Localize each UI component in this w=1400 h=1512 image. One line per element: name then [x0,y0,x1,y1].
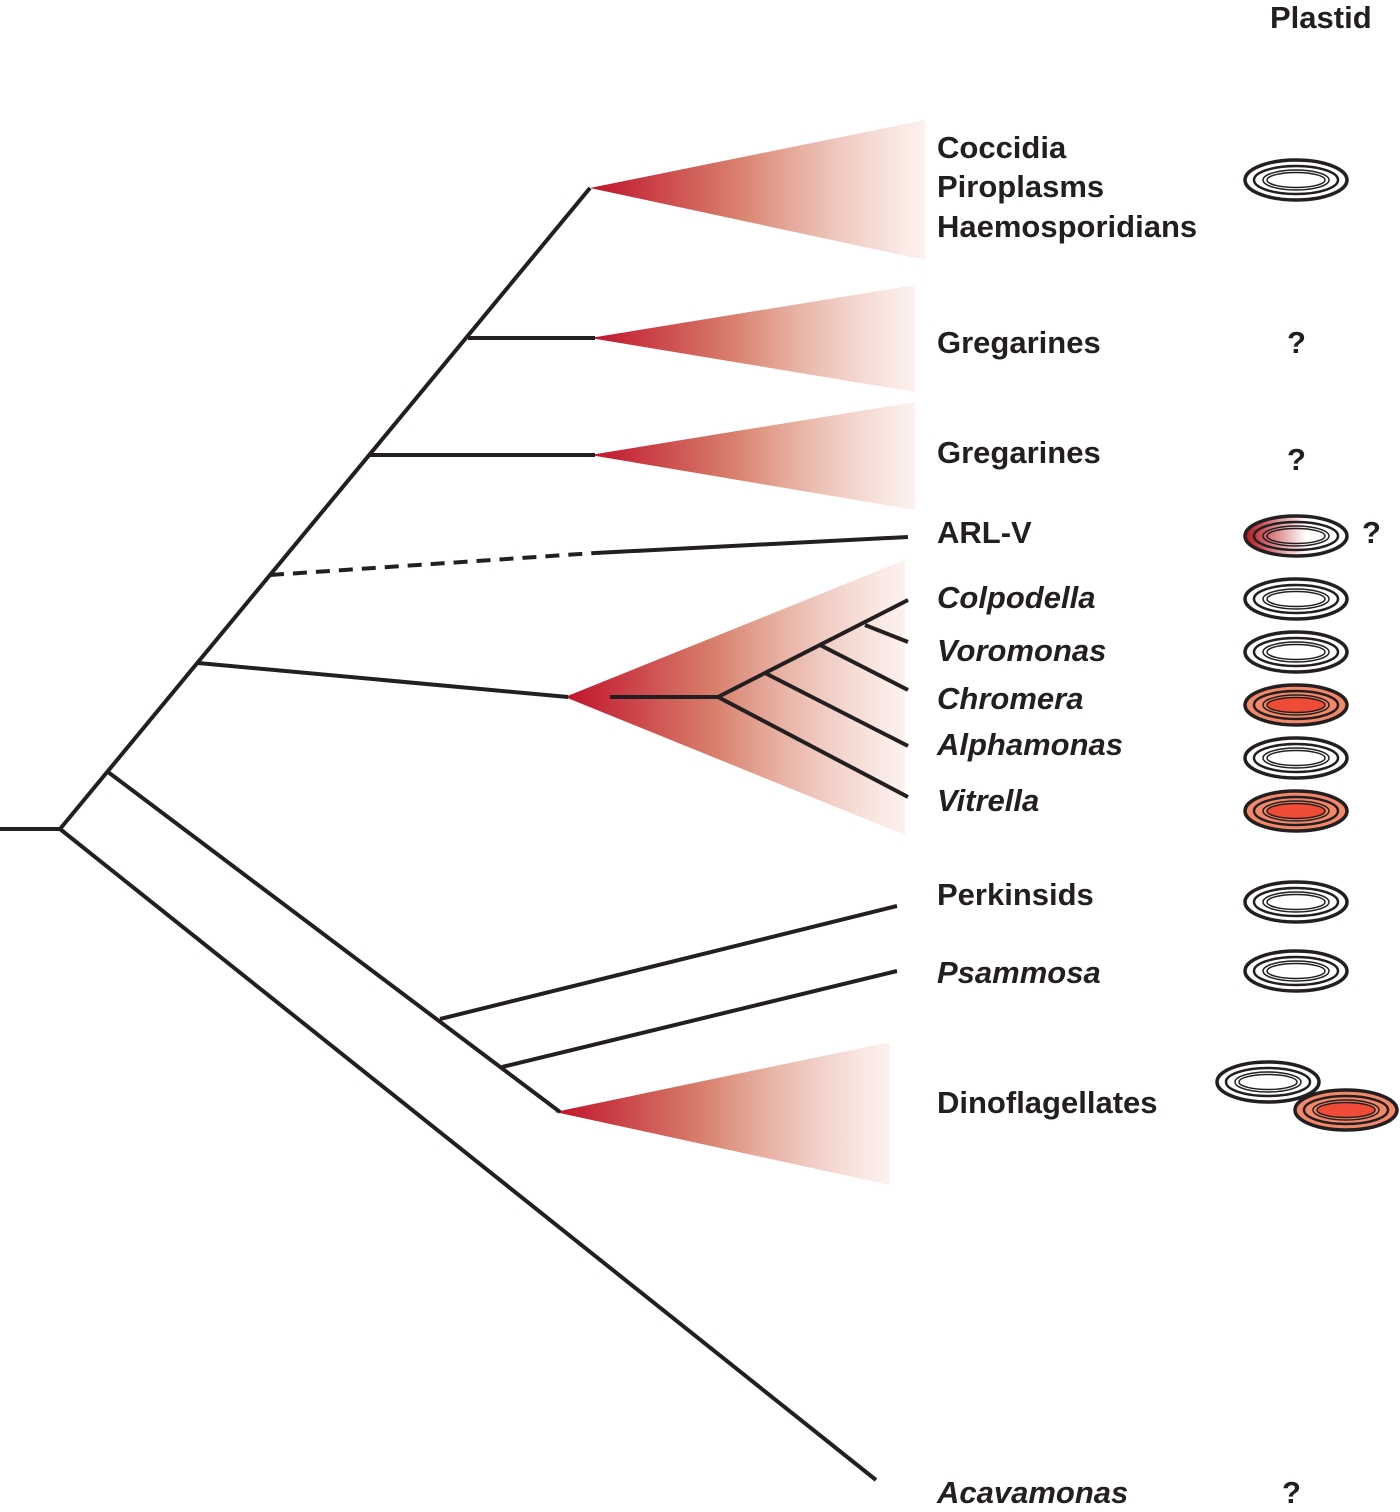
taxon-label: Gregarines [937,435,1101,470]
clade-triangle-gregarines-1 [590,285,915,392]
taxon-label: Psammosa [937,955,1101,990]
taxon-label: Voromonas [937,633,1106,668]
taxon-label: Acavamonas [936,1475,1128,1510]
plastid-icon-colorless [1243,880,1349,924]
unknown-plastid-mark: ? [1282,1475,1301,1510]
plastid-icon-photosynthetic [1243,683,1349,727]
plastid-icon-colorless [1243,577,1349,621]
plastid-icon-photosynthetic [1293,1088,1399,1132]
unknown-plastid-mark: ? [1287,325,1306,360]
taxon-label: Alphamonas [936,727,1123,762]
taxon-label: Piroplasms [937,169,1104,204]
plastid-icon-colorless [1243,630,1349,674]
plastid-icon-colorless [1243,158,1349,202]
plastid-icon-colorless [1243,949,1349,993]
clade-triangle-chromerids [565,560,905,835]
taxon-label: Dinoflagellates [937,1085,1158,1120]
plastid-icon-colorless [1243,736,1349,780]
taxon-label: Coccidia [937,130,1067,165]
clade-triangle-gregarines-2 [590,402,915,510]
taxon-label: ARL-V [937,515,1032,550]
taxon-label: Colpodella [937,580,1095,615]
taxon-label: Chromera [937,681,1083,716]
taxon-label: Gregarines [937,325,1101,360]
tree-branches [0,186,909,1482]
taxon-label: Perkinsids [937,877,1094,912]
plastid-column-header: Plastid [1270,0,1372,35]
plastid-icon-colorless [1215,1060,1321,1104]
taxon-label: Haemosporidians [937,209,1197,244]
taxon-label: Vitrella [937,783,1039,818]
unknown-plastid-mark: ? [1287,442,1306,477]
plastid-icon-partial [1243,514,1349,558]
plastid-icon-photosynthetic [1243,789,1349,833]
uncertain-mark: ? [1362,515,1381,550]
clade-triangle-coccidia [590,120,925,260]
clade-triangle-dinoflagellates [555,1042,890,1185]
